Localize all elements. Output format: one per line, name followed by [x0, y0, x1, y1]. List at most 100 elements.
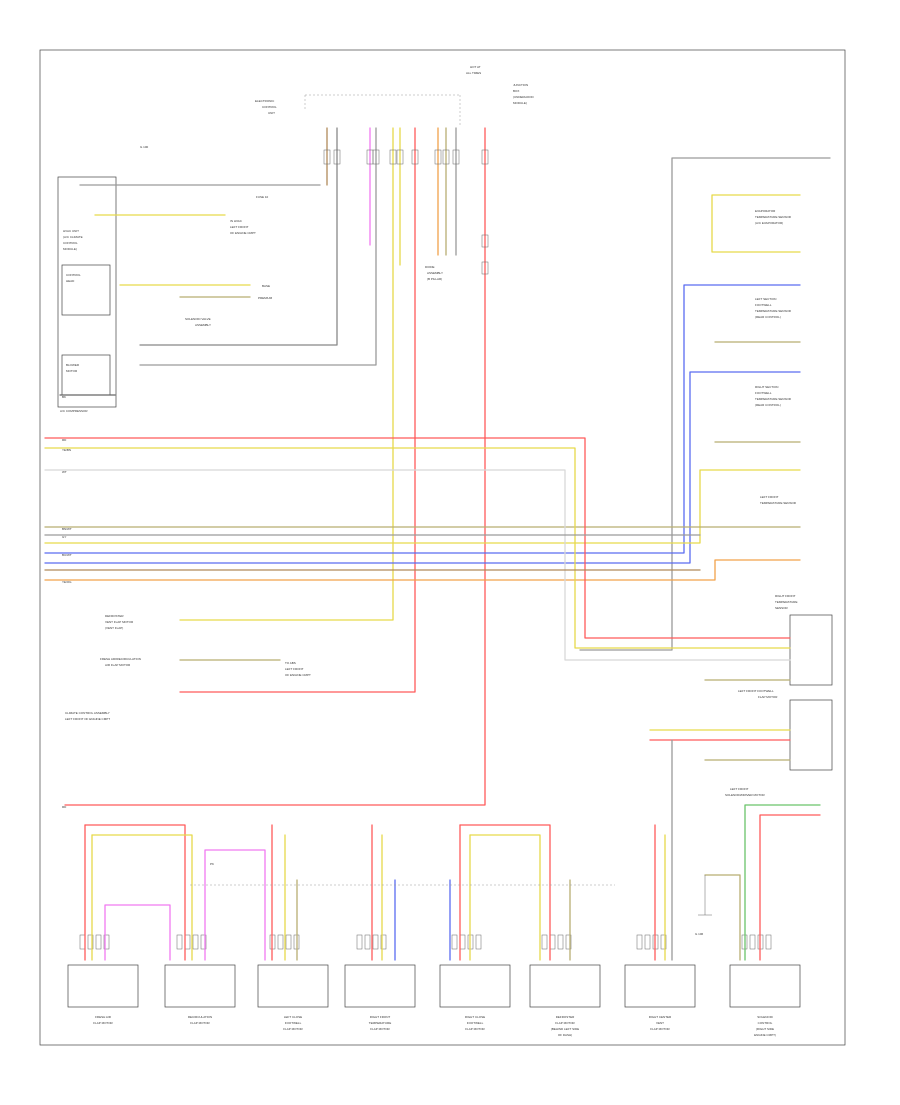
ac-unit-line-1: HVAC UNIT [63, 229, 79, 233]
diode-line-2: ASSEMBLY [427, 271, 443, 275]
recirc-1-line-3: (VENT FLAP) [105, 626, 123, 630]
motor-label: RIGHT FRONT [370, 1015, 391, 1019]
wire-label-orange: YE/OG [62, 580, 72, 584]
temp-sensor-3-line-2: FOOTWELL [755, 391, 772, 395]
temp-sensor-5-line-2: TEMPERATURE [775, 600, 797, 604]
motor-label: FLAP MOTOR [190, 1021, 210, 1025]
flap-1-line-2: FLAP MOTOR [758, 695, 778, 699]
wire-bot-yellow-4 [469, 834, 541, 961]
motor-pin [644, 934, 651, 950]
motor-label: FLAP MOTOR [465, 1027, 485, 1031]
right-ground-line-2: SOLENOID/DRIVER MOTOR [725, 793, 765, 797]
to-left-2-line-2: LEFT FRONT [230, 225, 249, 229]
junction-line-3: (UNDERHOOD [513, 95, 534, 99]
motor-pin [459, 934, 466, 950]
motor-pin [749, 934, 756, 950]
motor-pin [765, 934, 772, 950]
motor-label: CONTROL [758, 1021, 773, 1025]
wire-gray-v1 [139, 127, 338, 346]
diode-line-1: DIODE [425, 265, 435, 269]
temp-sensor-3-line-1: RIGHT SECTION [755, 385, 778, 389]
left-mid-2-line-1: CLIMATE CONTROL ASSEMBLY [65, 711, 110, 715]
g-bottom-label: G 106 [695, 932, 704, 936]
temp-sensor-1-line-1: EVAPORATOR [755, 209, 776, 213]
motor-label: FLAP MOTOR [650, 1027, 670, 1031]
motor-pin [549, 934, 556, 950]
wire-right-blue-1 [44, 284, 801, 554]
wire-right-yellow-2 [44, 469, 801, 544]
junction-line-1: JUNCTION [513, 83, 528, 87]
motor-box [344, 964, 416, 1008]
motor-label: RIGHT CENTER [649, 1015, 672, 1019]
solenoid-line-2: ASSEMBLY [195, 323, 211, 327]
recirc-1-line-1: DEFROSTER [105, 614, 124, 618]
motor-label: (RIGHT SIDE [756, 1027, 774, 1031]
ac-sub1-line-2: HEAD [66, 279, 75, 283]
wire-label-red: RD [62, 438, 67, 442]
motor-box [529, 964, 601, 1008]
motor-pin [636, 934, 643, 950]
motor-pin [103, 934, 110, 950]
motor-label: SOLENOID [757, 1015, 773, 1019]
flap-1-line-1: LEFT FRONT FOOTWELL [738, 689, 774, 693]
recirc-2-line-2: AIR FLAP MOTOR [105, 663, 131, 667]
wire-bot-pink-2 [204, 849, 266, 961]
motor-pin [356, 934, 363, 950]
wire-label-brown: BN/WT [62, 527, 72, 531]
temp-sensor-3-line-3: TEMPERATURE SENSOR [755, 397, 792, 401]
wire-red-trunk [64, 127, 486, 806]
motor-box [439, 964, 511, 1008]
junction-line-4: MODULE) [513, 101, 527, 105]
wire-bot-red-6 [759, 814, 821, 961]
wire-bus-yellow [44, 447, 791, 649]
wire-labels: RD YE/BN WT BN/WT GY BU/WT YE/OG PK RD B… [62, 395, 214, 866]
wire-label-red-2: RD [62, 805, 67, 809]
to-left-3: BASE [262, 284, 270, 288]
motor-pin [451, 934, 458, 950]
motor-label: FOOTWELL [285, 1021, 302, 1025]
motor-pin [79, 934, 86, 950]
diode-line-3: (B PILLAR) [427, 277, 442, 281]
left-mid-1-line-3: OF ENGINE CMPT [285, 673, 311, 677]
wire-bot-yellow-1 [91, 834, 193, 961]
motor-pin [285, 934, 292, 950]
ac-unit-line-4: MODULE) [63, 247, 77, 251]
motor-pin [184, 934, 191, 950]
wire-bot-pink-1 [104, 904, 171, 961]
diagram-frame [39, 49, 846, 1046]
motor-pin [541, 934, 548, 950]
left-mid-2-line-2: LEFT FRONT OF ENGINE CMPT [65, 717, 110, 721]
junction-line-2: BOX [513, 89, 519, 93]
wire-bot-red-4 [459, 824, 551, 961]
wire-label-blue: BU/WT [62, 553, 72, 557]
temp-sensor-4-line-1: LEFT FRONT [760, 495, 779, 499]
wire-right-gray [579, 157, 831, 651]
ac-compressor-label: A/C COMPRESSOR [60, 409, 88, 413]
ac-unit-line-3: CONTROL [63, 241, 78, 245]
temp-sensor-2-line-3: TEMPERATURE SENSOR [755, 309, 792, 313]
to-left-2-line-1: IN HVAC [230, 219, 243, 223]
temp-sensor-2-line-2: FOOTWELL [755, 303, 772, 307]
motor-pin [372, 934, 379, 950]
top-connector-line-1: HOT AT [470, 65, 481, 69]
ac-unit: HVAC UNIT (A/C CLIMATE CONTROL MODULE) C… [57, 176, 443, 413]
motor-label: FLAP MOTOR [93, 1021, 113, 1025]
wire-label-black: BK [62, 395, 66, 399]
motor-label: VENT [656, 1021, 664, 1025]
top-vertical-wires [64, 127, 486, 806]
top-connector: HOT AT ALL TIMES ELECTRONIC CONTROL UNIT… [140, 65, 534, 149]
temp-sensor-4-line-2: TEMPERATURE SENSOR [760, 501, 797, 505]
motor-pin [660, 934, 667, 950]
motor-label: OF DASH) [558, 1033, 572, 1037]
motor-label: FLAP MOTOR [370, 1027, 390, 1031]
recirc-2-line-1: FRESH AIR/RECIRCULATION [100, 657, 141, 661]
right-ground-line-1: LEFT FRONT [730, 787, 749, 791]
motor-label: RIGHT CLOSE [465, 1015, 485, 1019]
bottom-motor-7: RIGHT CENTER VENT FLAP MOTOR [624, 934, 696, 1031]
fuse-panel-line-3: UNIT [268, 111, 275, 115]
ac-sub2-line-1: BLOWER [66, 363, 80, 367]
